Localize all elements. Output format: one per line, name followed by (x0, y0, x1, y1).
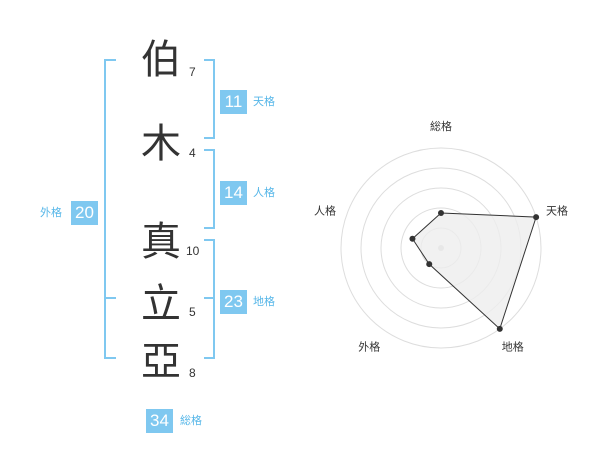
jinkaku-bracket (204, 149, 215, 229)
radar-data-shape (411, 212, 537, 330)
tenkaku-value-badge: 11 (220, 90, 247, 114)
tenkaku-bracket (204, 59, 215, 139)
name-char-3: 真 (141, 219, 181, 265)
stroke-count-1: 7 (189, 65, 196, 79)
radar-point-4 (426, 261, 433, 268)
stroke-count-4: 5 (189, 305, 196, 319)
tenkaku-label: 天格 (253, 95, 275, 108)
name-char-4: 立 (141, 281, 181, 327)
name-char-1: 伯 (141, 37, 181, 83)
radar-points (409, 210, 540, 332)
gaikaku-value-badge: 20 (71, 201, 98, 225)
name-char-5: 亞 (141, 339, 181, 385)
soukaku-value-badge: 34 (146, 409, 173, 433)
soukaku-label: 総格 (180, 414, 202, 427)
chikaku-label: 地格 (253, 295, 275, 308)
stroke-count-5: 8 (189, 366, 196, 380)
radar-point-5 (409, 235, 416, 242)
radar-point-3 (496, 325, 503, 332)
stroke-count-3: 10 (186, 244, 200, 258)
jinkaku-label: 人格 (253, 186, 275, 199)
radar-point-2 (533, 214, 540, 221)
chikaku-value-badge: 23 (220, 290, 247, 314)
radar-axis-label-4: 外格 (358, 340, 380, 354)
name-char-2: 木 (141, 121, 181, 167)
radar-axis-label-5: 人格 (314, 203, 336, 217)
radar-grid-ring (340, 147, 542, 349)
radar-axis-label-1: 総格 (430, 119, 452, 133)
gaikaku-label: 外格 (40, 206, 62, 219)
radar-point-1 (438, 210, 444, 216)
radar-axis-label-3: 地格 (502, 340, 524, 354)
gaikaku-bracket (104, 59, 116, 359)
radar-axis-label-2: 天格 (546, 203, 568, 217)
stroke-count-2: 4 (189, 146, 196, 160)
jinkaku-value-badge: 14 (220, 181, 247, 205)
